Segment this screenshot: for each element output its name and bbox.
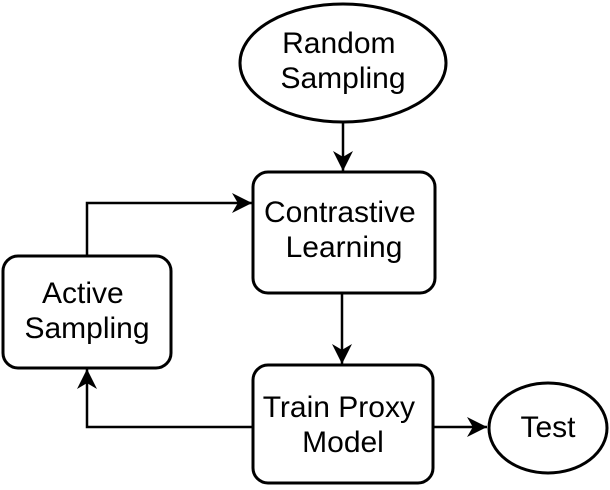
contrastive-learning-label: Contrastive Learning — [264, 196, 424, 264]
edge-train-proxy-model-to-active-sampling — [77, 369, 252, 429]
edge-active-sampling-to-contrastive-learning — [85, 193, 252, 256]
active-sampling-label: Active Sampling — [24, 277, 149, 345]
node-random-sampling: Random Sampling — [238, 2, 448, 124]
random-sampling-ellipse — [238, 2, 448, 124]
test-label: Test — [520, 411, 576, 444]
edges-layer — [77, 122, 487, 437]
test-ellipse — [487, 381, 609, 475]
node-active-sampling: Active Sampling — [1, 254, 173, 370]
active-sampling-box — [1, 254, 173, 370]
train-proxy-model-label: Train Proxy Model — [263, 391, 424, 459]
node-train-proxy-model: Train Proxy Model — [251, 363, 435, 485]
random-sampling-label: Random Sampling — [280, 27, 405, 95]
node-test: Test — [487, 381, 609, 475]
contrastive-learning-box — [251, 170, 437, 295]
train-proxy-model-box — [251, 363, 435, 485]
node-contrastive-learning: Contrastive Learning — [251, 170, 437, 295]
